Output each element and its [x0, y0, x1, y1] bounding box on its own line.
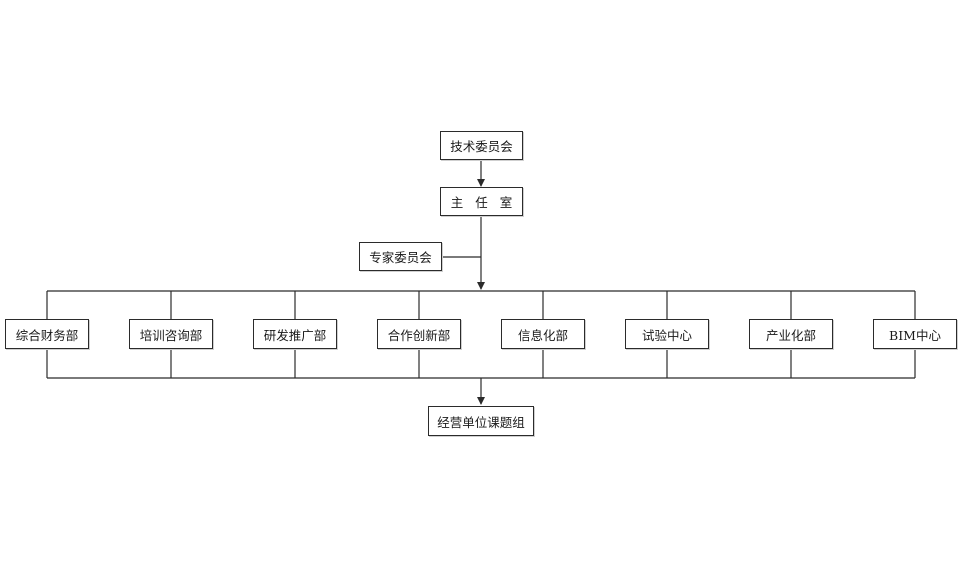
- dept-label: 试验中心: [641, 327, 692, 343]
- dept-box-7: 产业化部: [749, 319, 833, 349]
- dept-label: 研发推广部: [263, 327, 327, 343]
- expert-committee-box: 专家委员会: [359, 242, 442, 271]
- dept-label: BIM中心: [889, 327, 941, 343]
- dept-label: 产业化部: [765, 327, 816, 343]
- dept-label: 合作创新部: [387, 327, 451, 343]
- expert-committee-label: 专家委员会: [369, 250, 432, 265]
- director-office-label: 主任室: [450, 195, 525, 210]
- dept-box-4: 合作创新部: [377, 319, 461, 349]
- director-office-box: 主任室: [440, 187, 523, 216]
- dept-label: 信息化部: [517, 327, 568, 343]
- dept-box-1: 综合财务部: [5, 319, 89, 349]
- dept-box-2: 培训咨询部: [129, 319, 213, 349]
- dept-box-6: 试验中心: [625, 319, 709, 349]
- dept-box-3: 研发推广部: [253, 319, 337, 349]
- groups-box: 经营单位课题组: [428, 406, 534, 436]
- groups-label: 经营单位课题组: [437, 414, 525, 430]
- committee-label: 技术委员会: [450, 139, 513, 154]
- committee-box: 技术委员会: [440, 131, 523, 160]
- dept-label: 综合财务部: [15, 327, 79, 343]
- dept-box-8: BIM中心: [873, 319, 957, 349]
- dept-box-5: 信息化部: [501, 319, 585, 349]
- dept-label: 培训咨询部: [139, 327, 203, 343]
